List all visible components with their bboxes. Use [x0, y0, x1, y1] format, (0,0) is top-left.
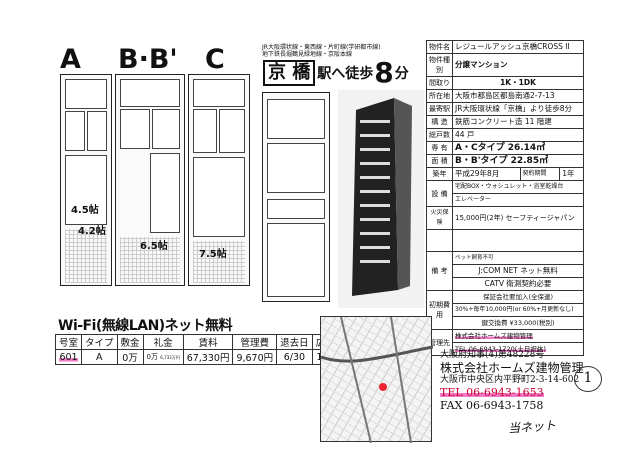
station-headline: 京 橋 駅へ徒歩 8 分 — [263, 58, 425, 88]
plan-a-size: 4.5帖 — [71, 205, 99, 216]
company-address: 大阪市中央区内平野町2-3-14-602 — [440, 375, 580, 385]
room-number: 601 — [59, 351, 78, 363]
header-rent: 賃料 — [182, 334, 234, 350]
header-move-out: 退去日 — [276, 334, 313, 350]
mgmt-fee: 9,670円 — [232, 349, 278, 365]
label-fire-insurance: 火災保険 — [426, 206, 453, 230]
remark-jcom: J:COM NET ネット無料 — [452, 264, 584, 278]
plan-letter-b: B·B' — [118, 44, 178, 75]
price-table: 号室 タイプ 敷金 礼金 賃料 管理費 退去日 広告費 601 A 0万 0万 … — [54, 334, 349, 365]
equipment-1: 宅配BOX・ウォシュレット・浴室乾燥台 — [452, 180, 584, 194]
plan-letter-a: A — [60, 44, 81, 75]
table-row: 601 A 0万 0万 6,733万円 67,330円 9,670円 6/30 … — [54, 349, 349, 365]
label-layout: 間取り — [426, 76, 453, 90]
label-contract: 契約期間 — [519, 167, 561, 181]
plan-b-size1: 6.5帖 — [140, 241, 168, 252]
company-fax: FAX 06-6943-1758 — [440, 399, 544, 412]
label-built: 築年 — [426, 167, 453, 181]
headline-text1: 駅へ徒歩 — [317, 66, 374, 82]
header-deposit: 敷金 — [116, 334, 144, 350]
equipment-2: エレベーター — [452, 193, 584, 207]
handwritten-note: 当ネット — [507, 418, 557, 436]
fire-insurance: 15,000円(2年) セーフティージャパン — [452, 206, 584, 230]
initial-cost-3: 鍵交換費 ¥33,000(税別) — [452, 316, 584, 330]
initial-cost-1: 保証会社要加入(全保連) — [452, 290, 584, 304]
label-blank — [426, 229, 453, 252]
label-address: 所在地 — [426, 89, 453, 103]
header-key-money: 礼金 — [142, 334, 184, 350]
property-type: 分譲マンション — [452, 53, 584, 77]
total-units: 44 戸 — [452, 128, 584, 142]
address: 大阪市都島区都島南通2-7-13 — [452, 89, 584, 103]
access-note-1: JR大阪環状線・東西線・片町線(学研都市線) — [262, 44, 381, 51]
label-structure: 構 造 — [426, 115, 453, 129]
structure: 鉄筋コンクリート造 11 階建 — [452, 115, 584, 129]
management-tel: TEL 06-6943-1720(土日祝休) — [455, 345, 546, 353]
room-type: A — [81, 349, 118, 365]
management-company: 株式会社ホームズ建物管理 — [455, 332, 533, 340]
label-property-type: 物件種別 — [426, 53, 453, 77]
license-number: 大阪府知事(4)第48228号 — [440, 350, 545, 360]
label-remarks: 備 考 — [426, 251, 453, 291]
header-room: 号室 — [54, 334, 83, 350]
plan-b-size2: 4.2帖 — [78, 226, 106, 237]
deposit: 0万 — [116, 349, 144, 365]
floor-plan-a: 4.5帖 — [60, 74, 112, 286]
handwritten-circle: 1 — [574, 366, 602, 392]
headline-text2: 分 — [394, 66, 409, 82]
company-tel: TEL 06-6943-1653 — [440, 386, 544, 399]
label-station: 最寄駅 — [426, 102, 453, 116]
building-layout — [262, 92, 330, 302]
wifi-banner: Wi-Fi(無線LAN)ネット無料 — [58, 318, 233, 334]
header-mgmt-fee: 管理費 — [232, 334, 278, 350]
key-money: 0万 — [146, 353, 159, 361]
header-type: タイプ — [81, 334, 118, 350]
location-map — [320, 316, 434, 444]
initial-cost-2: 30%+毎年10,000円(or 60%+月更新なし) — [452, 303, 584, 317]
label-area-1: 専 有 — [426, 141, 453, 155]
building-photo — [338, 90, 424, 308]
headline-minutes: 8 — [374, 56, 394, 89]
label-units: 総戸数 — [426, 128, 453, 142]
property-name: レジュールアッシュ京橋CROSS II — [452, 40, 584, 54]
built-date: 平成29年8月 — [452, 167, 521, 181]
nearest-station: JR大阪環状線「京橋」より徒歩8分 — [452, 102, 584, 116]
move-out-date: 6/30 — [276, 349, 313, 365]
access-note-2: 地下鉄長堀鶴見緑地線・京阪本線 — [262, 51, 353, 58]
label-equipment: 設 備 — [426, 180, 453, 207]
company-block: 大阪府知事(4)第48228号 株式会社ホームズ建物管理 大阪市中央区内平野町2… — [440, 350, 590, 412]
layout: 1K・1DK — [452, 76, 584, 90]
floor-plan-b: 6.5帖 — [115, 74, 185, 286]
remark-catv: CATV 衛測契約必要 — [452, 277, 584, 291]
plan-letter-c: C — [205, 44, 225, 75]
contract-term: 1年 — [559, 167, 584, 181]
floor-plan-c: 7.5帖 — [188, 74, 250, 286]
label-area-2: 面 積 — [426, 154, 453, 168]
area-b: B・B'タイプ 22.85㎡ — [452, 154, 584, 168]
rent: 67,330円 — [182, 349, 234, 365]
key-money-note: 6,733万円 — [160, 355, 180, 360]
station-name: 京 橋 — [263, 60, 316, 86]
label-property-name: 物件名 — [426, 40, 453, 54]
remark-small: ペット飼育不可 — [452, 251, 584, 265]
plan-c-size: 7.5帖 — [199, 249, 227, 260]
area-a-c: A・Cタイプ 26.14㎡ — [452, 141, 584, 155]
company-name: 株式会社ホームズ建物管理 — [440, 361, 584, 375]
